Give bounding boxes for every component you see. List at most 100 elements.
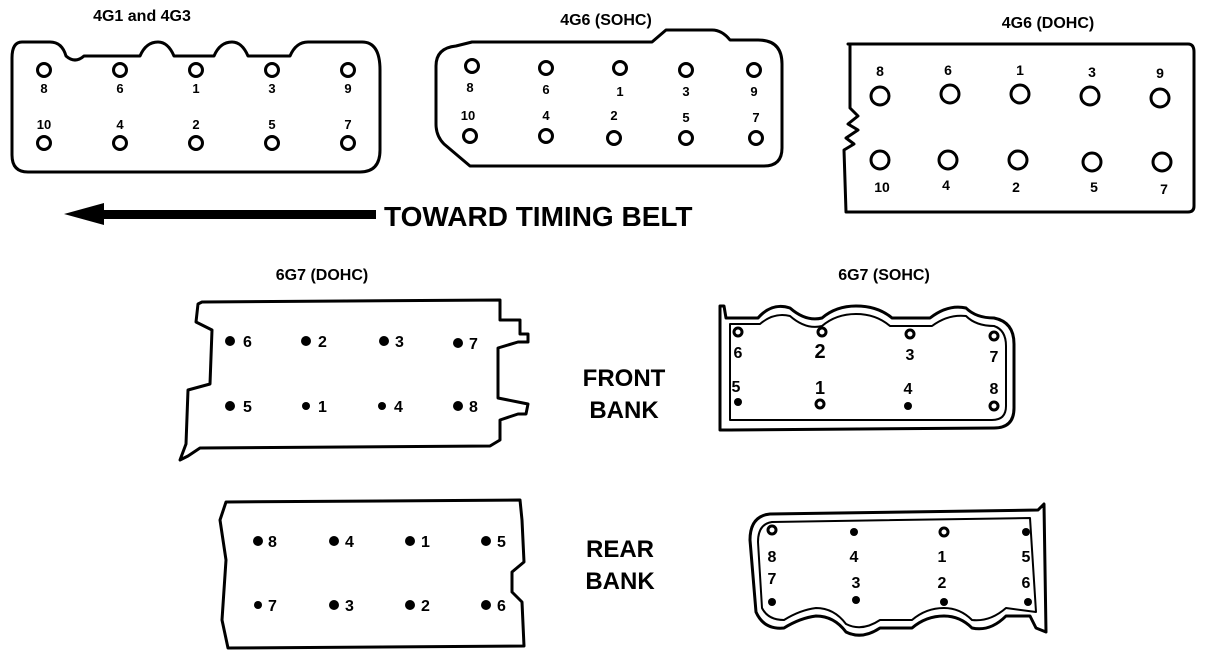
rear-bank-gasket-line xyxy=(757,517,1037,629)
bolt-hole xyxy=(1149,87,1171,109)
bolt-hole xyxy=(939,83,961,105)
bolt-hole xyxy=(606,130,622,146)
bolt-hole xyxy=(904,328,916,340)
bolt-hole xyxy=(379,336,389,346)
bolt-number: 5 xyxy=(1022,549,1031,566)
bolt-hole xyxy=(538,60,554,76)
bolt-hole xyxy=(988,330,1000,342)
bolt-number: 4 xyxy=(345,534,354,551)
engine-4g6-dohc: 4G6 (DOHC) 8 6 1 3 9 10 4 2 5 7 xyxy=(842,15,1196,214)
bolt-number: 3 xyxy=(395,334,404,351)
bolt-hole xyxy=(329,600,339,610)
bolt-number: 4 xyxy=(394,399,403,416)
bolt-number: 7 xyxy=(768,571,777,588)
bolt-hole xyxy=(264,62,280,78)
bolt-number: 10 xyxy=(874,179,890,195)
bolt-hole xyxy=(462,128,478,144)
bolt-hole xyxy=(112,135,128,151)
front-bank-label-line2: BANK xyxy=(589,397,659,424)
bolt-number: 6 xyxy=(1022,575,1031,592)
bolt-hole xyxy=(869,149,891,171)
bolt-number: 5 xyxy=(682,110,689,125)
bolt-number: 4 xyxy=(542,108,550,123)
bolt-hole xyxy=(453,401,463,411)
bolt-number: 8 xyxy=(268,534,277,551)
bolt-hole xyxy=(538,128,554,144)
bolt-number: 5 xyxy=(268,117,275,132)
bolt-number: 3 xyxy=(345,598,354,615)
bolt-hole xyxy=(481,600,491,610)
engine-6g7-sohc: 6G7 (SOHC) 6 2 3 7 5 1 4 8 8 xyxy=(718,267,1048,637)
bolt-number: 1 xyxy=(1016,62,1024,78)
bolt-hole xyxy=(748,130,764,146)
bolt-number: 3 xyxy=(906,347,915,364)
bolt-hole xyxy=(302,402,310,410)
bolt-number: 8 xyxy=(466,80,473,95)
bolt-number: 9 xyxy=(344,81,351,96)
bolt-number: 7 xyxy=(268,598,277,615)
engine-title: 4G6 (DOHC) xyxy=(1002,15,1094,32)
bolt-hole xyxy=(1079,85,1101,107)
bolt-number: 4 xyxy=(116,117,124,132)
bolt-number: 7 xyxy=(344,117,351,132)
bolt-number: 3 xyxy=(852,575,861,592)
bolt-hole xyxy=(1022,528,1030,536)
front-bank-label: FRONT BANK xyxy=(583,365,666,424)
front-bank-head-outline xyxy=(718,304,1016,432)
bolt-hole xyxy=(340,135,356,151)
bolt-hole xyxy=(904,402,912,410)
engine-4g6-sohc: 4G6 (SOHC) 8 6 1 3 9 10 4 2 5 7 xyxy=(434,12,784,168)
bolt-number: 8 xyxy=(990,381,999,398)
bolt-hole xyxy=(464,58,480,74)
bolt-hole xyxy=(678,130,694,146)
bolt-number: 1 xyxy=(616,84,623,99)
cylinder-head-outline xyxy=(842,42,1196,214)
arrow-left-icon xyxy=(64,203,104,225)
bolt-number: 2 xyxy=(1012,179,1020,195)
bolt-number: 8 xyxy=(40,81,47,96)
bolt-hole xyxy=(1081,151,1103,173)
bolt-number: 2 xyxy=(421,598,430,615)
bolt-number: 8 xyxy=(768,549,777,566)
bolt-number: 5 xyxy=(1090,179,1098,195)
engine-4g1-4g3: 4G1 and 4G3 8 6 1 3 9 10 4 2 5 7 xyxy=(10,8,382,174)
bolt-number: 6 xyxy=(944,62,952,78)
bolt-number: 6 xyxy=(734,345,743,362)
bolt-hole xyxy=(188,62,204,78)
bolt-hole xyxy=(225,401,235,411)
rear-bank-head-outline xyxy=(748,502,1048,637)
bolt-number: 7 xyxy=(469,336,478,353)
bolt-hole xyxy=(850,528,858,536)
engine-title: 6G7 (SOHC) xyxy=(838,267,930,284)
bolt-hole xyxy=(378,402,386,410)
bolt-hole xyxy=(254,601,262,609)
bolt-hole xyxy=(766,524,778,536)
bolt-number: 5 xyxy=(497,534,506,551)
bolt-hole xyxy=(746,62,762,78)
bolt-number: 2 xyxy=(814,341,825,363)
bolt-hole xyxy=(36,62,52,78)
bolt-number: 2 xyxy=(610,108,617,123)
bolt-number: 10 xyxy=(461,108,475,123)
bolt-number: 2 xyxy=(938,575,947,592)
bolt-hole xyxy=(937,149,959,171)
bolt-number: 4 xyxy=(942,177,950,193)
front-bank-bolts: 6 2 3 7 5 1 4 8 xyxy=(732,326,1000,412)
bolt-hole xyxy=(1024,598,1032,606)
bolt-number: 4 xyxy=(850,549,859,566)
bolt-number: 7 xyxy=(990,349,999,366)
bolt-hole xyxy=(340,62,356,78)
bolt-hole xyxy=(940,598,948,606)
bolt-hole xyxy=(225,336,235,346)
bolt-hole xyxy=(1007,149,1029,171)
bolt-number: 1 xyxy=(192,81,199,96)
front-bank-gasket-line xyxy=(729,313,1007,421)
bolt-hole xyxy=(988,400,1000,412)
bolt-hole xyxy=(405,600,415,610)
bolt-hole xyxy=(36,135,52,151)
bolt-hole xyxy=(1151,151,1173,173)
bolt-hole xyxy=(188,135,204,151)
bolt-number: 8 xyxy=(469,399,478,416)
bolt-hole xyxy=(852,596,860,604)
